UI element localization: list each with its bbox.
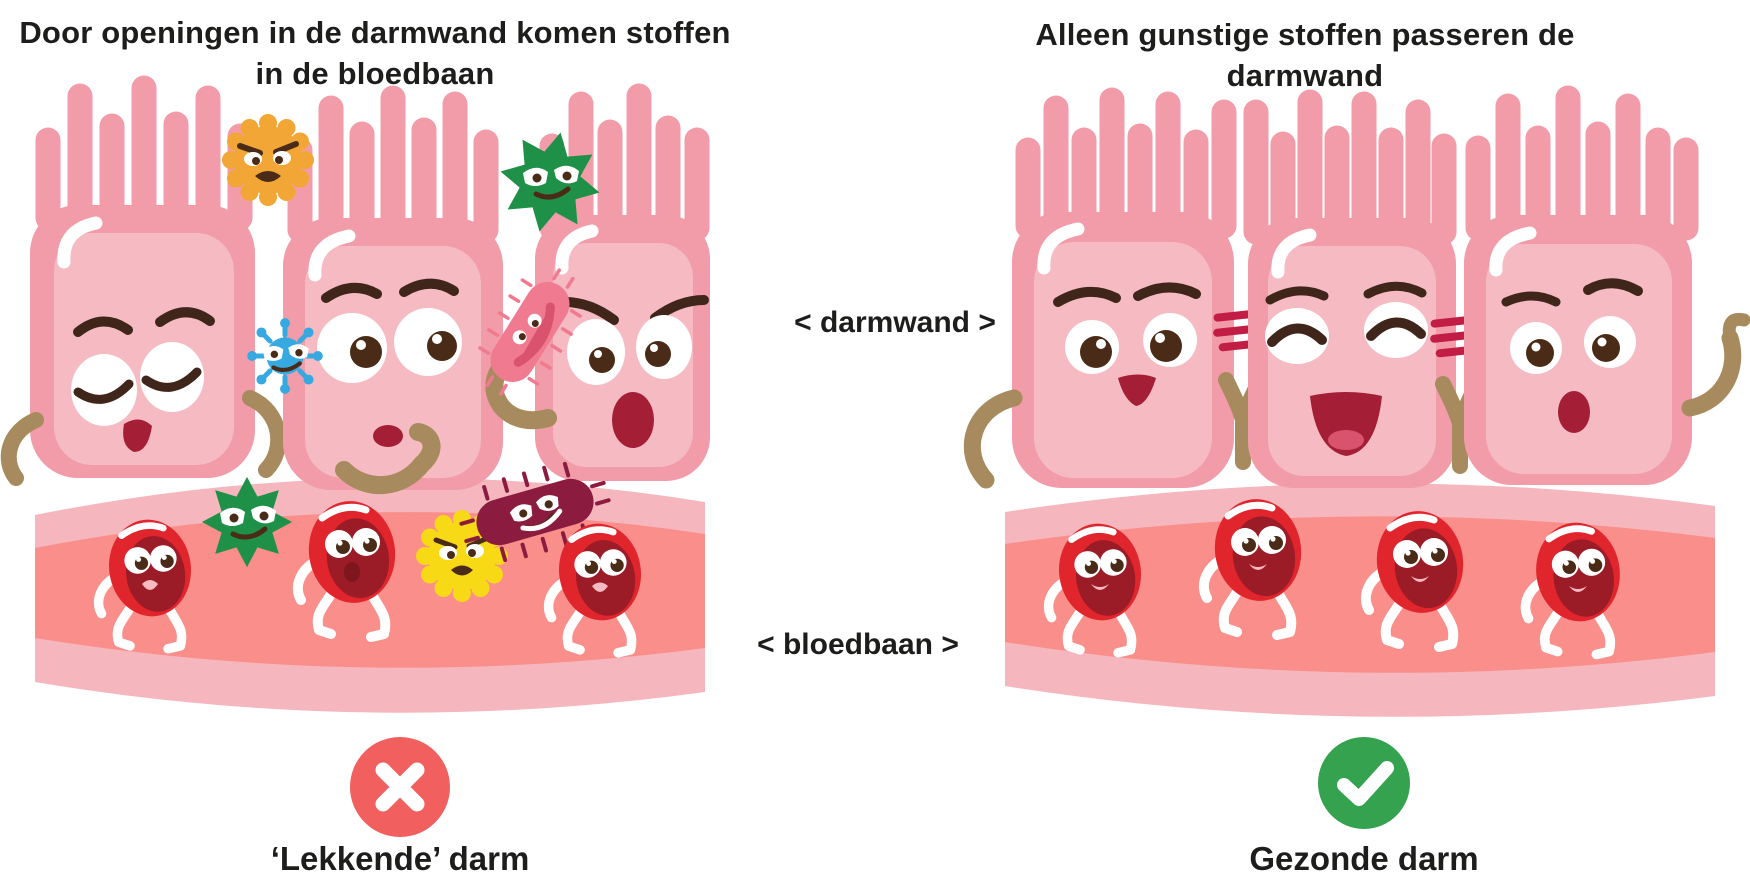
cross-badge <box>350 737 450 837</box>
orange-microbe <box>222 114 314 206</box>
red-blood-cell <box>99 514 198 648</box>
blue-virus <box>247 318 323 394</box>
right-panel-title: Alleen gunstige stoffen passeren de darm… <box>1035 17 1575 93</box>
red-blood-cell <box>1526 517 1627 654</box>
sad-villus-cell <box>0 75 287 486</box>
darmwand-label: < darmwand > <box>794 306 996 339</box>
red-blood-cell <box>1366 506 1470 647</box>
right-bloodstream-band <box>1005 483 1715 717</box>
check-icon <box>1337 761 1394 806</box>
left-title-line2: in de bloedbaan <box>255 56 495 91</box>
worried-villus-cell <box>283 85 503 494</box>
left-panel-title: Door openingen in de darmwand komen stof… <box>10 12 740 94</box>
laughing-villus-cell <box>1243 89 1457 488</box>
red-blood-cell <box>1204 494 1308 635</box>
happy-villus-cell <box>963 87 1237 489</box>
cross-icon <box>375 762 425 812</box>
yellow-microbe <box>416 510 508 602</box>
healthy-gut-caption: Gezonde darm <box>1249 840 1479 877</box>
bloedbaan-label: < bloedbaan > <box>757 628 959 661</box>
green-microbe-in-bloodstream <box>201 476 293 568</box>
surprised-villus-cell <box>1464 85 1750 485</box>
pink-bacterium <box>478 268 582 396</box>
leaky-gut-caption: ‘Lekkende’ darm <box>270 840 530 877</box>
red-blood-cell <box>1049 518 1148 652</box>
check-badge <box>1318 737 1410 829</box>
angry-villus-cell <box>485 83 710 481</box>
red-blood-cell <box>298 496 402 637</box>
red-blood-cell <box>549 518 648 652</box>
left-title-line1: Door openingen in de darmwand komen stof… <box>19 15 731 50</box>
